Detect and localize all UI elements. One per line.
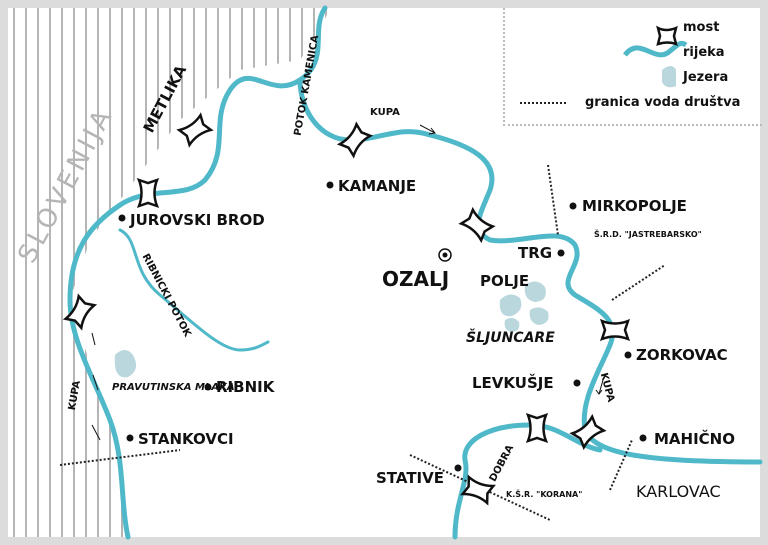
bridge-icon	[569, 413, 607, 451]
lake-sjuncare-2	[524, 281, 546, 302]
legend-lake-sample	[662, 66, 676, 88]
town-kamanje: KAMANJE	[338, 177, 417, 195]
river-dobra	[452, 422, 603, 540]
bridge-icon	[458, 206, 496, 244]
bridge-icon	[599, 318, 631, 342]
town-mirkopolje: MIRKOPOLJE	[582, 197, 687, 215]
town-jurovski-brod: JUROVSKI BROD	[130, 211, 265, 229]
boundary-line	[611, 264, 666, 301]
lake-sjuncare-4	[504, 317, 520, 332]
bridges	[62, 112, 631, 506]
town-stankovci: STANKOVCI	[138, 430, 234, 448]
town-mahicno: MAHIČNO	[654, 430, 735, 448]
town-ribnik: RIBNIK	[216, 378, 275, 396]
pravutinska-label: PRAVUTINSKA MLAKA	[112, 382, 235, 393]
bridge-icon	[336, 121, 374, 159]
legend-bridge-sample	[656, 25, 678, 47]
legend: most rijeka Jezera granica voda društva	[503, 8, 762, 126]
bridge-icon	[136, 177, 160, 209]
lake-sjuncare-3	[529, 307, 549, 325]
town-dots	[118, 181, 647, 472]
flow-arrows	[91, 124, 604, 441]
river-kupa-east	[297, 77, 763, 465]
lake-sjuncare-label: ŠLJUNCARE	[466, 330, 555, 346]
town-karlovac: KARLOVAC	[636, 482, 721, 501]
lake-shapes	[114, 281, 549, 378]
legend-river-label: rijeka	[683, 45, 725, 60]
legend-bridge-label: most	[683, 20, 720, 35]
rivers	[67, 5, 763, 540]
river-label-kupa-north: KUPA	[370, 107, 400, 118]
town-stative: STATIVE	[376, 469, 444, 487]
bridge-icon	[176, 112, 214, 148]
boundary-line	[609, 439, 633, 491]
bridge-icon	[460, 474, 496, 506]
pravutinska-mlaka-lake	[114, 350, 137, 378]
bridge-icon	[525, 412, 549, 444]
river-kupa	[67, 5, 328, 540]
legend-lake-label: Jezera	[683, 70, 729, 85]
legend-boundary-label: granica voda društva	[585, 95, 741, 110]
lake-sjuncare-1	[499, 294, 522, 317]
town-trg: TRG	[518, 244, 553, 262]
town-levkusje: LEVKUŠJE	[472, 374, 554, 392]
town-zorkovac: ZORKOVAC	[636, 346, 728, 364]
town-ozalj: OZALJ	[382, 267, 450, 291]
boundary-line	[59, 449, 181, 466]
society-korana: K.Š.R. "KORANA"	[506, 490, 583, 499]
legend-river-sample	[623, 40, 688, 58]
society-jastrebarsko: Š.R.D. "JASTREBARSKO"	[594, 230, 702, 239]
bridge-icon	[62, 293, 98, 331]
ribnicki-potok	[118, 228, 270, 352]
town-polje: POLJE	[480, 272, 530, 290]
